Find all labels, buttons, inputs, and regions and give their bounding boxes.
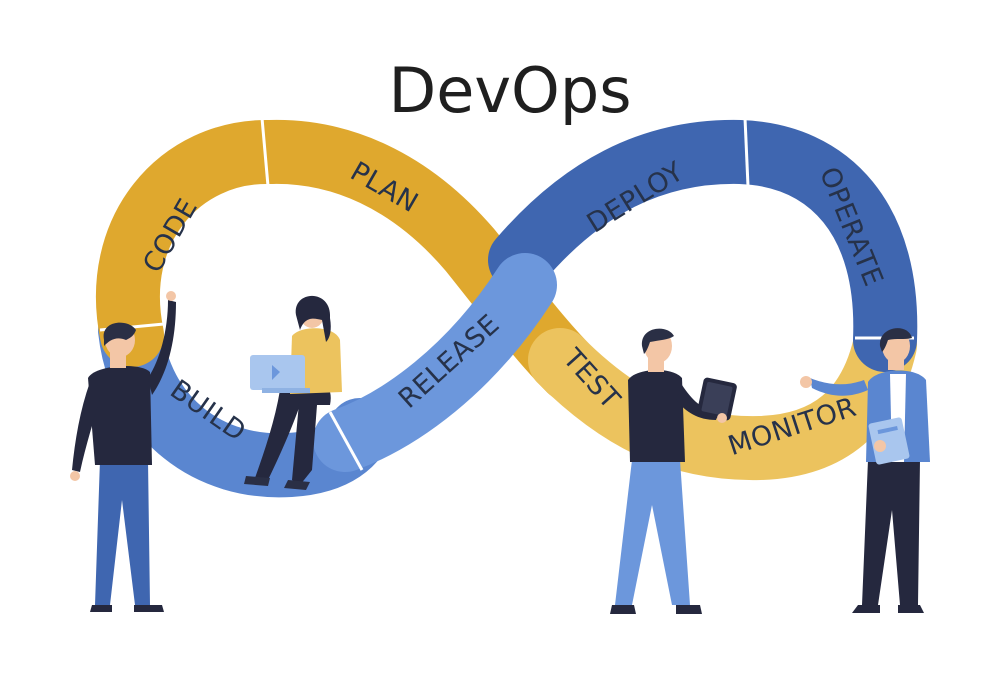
- man-pointing-figure: [70, 291, 176, 612]
- infinity-loop: [95, 117, 918, 498]
- woman-with-laptop-figure: [244, 295, 342, 490]
- deploy-operate-band: [488, 119, 918, 372]
- man-with-tablet-figure: [610, 328, 737, 614]
- test-monitor-band: [528, 313, 917, 481]
- release-band: [313, 253, 557, 472]
- plan-band: [238, 119, 602, 402]
- man-with-clipboard-figure: [800, 328, 930, 613]
- code-band: [95, 120, 302, 367]
- page-title: DevOps: [388, 54, 631, 127]
